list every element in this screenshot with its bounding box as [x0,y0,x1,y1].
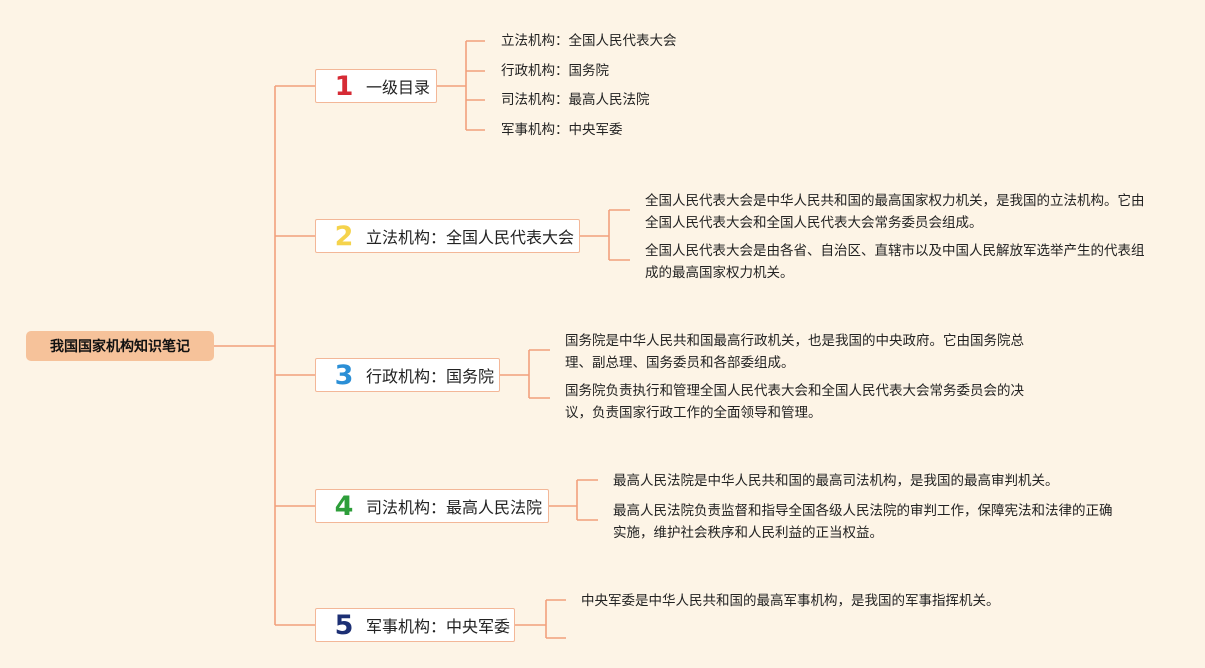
branch-3-item-1[interactable]: 国务院是中华人民共和国最高行政机关，也是我国的中央政府。它由国务院总理、副总理、… [565,333,1024,371]
branch-title-5: 军事机构：中央军委 [366,617,511,636]
branch-title-4: 司法机构：最高人民法院 [366,498,543,517]
branch-5-item-1[interactable]: 中央军委是中华人民共和国的最高军事机构，是我国的军事指挥机关。 [581,593,1000,609]
branch-1-item-2[interactable]: 行政机构：国务院 [501,63,609,79]
branch-node-4[interactable]: 4 司法机构：最高人民法院 [315,489,549,523]
branch-node-3[interactable]: 3 行政机构：国务院 [315,358,500,392]
number-badge-3: 3 [334,359,354,391]
branch-1-item-3[interactable]: 司法机构：最高人民法院 [501,92,650,108]
number-badge-1: 1 [334,70,354,102]
root-topic[interactable]: 我国国家机构知识笔记 [26,331,214,361]
branch-2-item-2[interactable]: 全国人民代表大会是由各省、自治区、直辖市以及中国人民解放军选举产生的代表组成的最… [645,243,1145,281]
branch-title-2: 立法机构：全国人民代表大会 [366,228,575,247]
branch-2-item-1[interactable]: 全国人民代表大会是中华人民共和国的最高国家权力机关，是我国的立法机构。它由全国人… [645,193,1145,231]
branch-4-item-2[interactable]: 最高人民法院负责监督和指导全国各级人民法院的审判工作，保障宪法和法律的正确实施，… [613,503,1113,541]
branch-node-1[interactable]: 1 一级目录 [315,69,437,103]
branch-4-item-1[interactable]: 最高人民法院是中华人民共和国的最高司法机构，是我国的最高审判机关。 [613,473,1059,489]
branch-node-5[interactable]: 5 军事机构：中央军委 [315,608,515,642]
number-badge-2: 2 [334,220,354,252]
branch-1-item-1[interactable]: 立法机构：全国人民代表大会 [501,33,677,49]
number-badge-4: 4 [334,490,354,522]
branch-3-item-2[interactable]: 国务院负责执行和管理全国人民代表大会和全国人民代表大会常务委员会的决议，负责国家… [565,383,1024,421]
root-title: 我国国家机构知识笔记 [50,339,190,355]
branch-1-item-4[interactable]: 军事机构：中央军委 [501,122,623,138]
branch-title-1: 一级目录 [366,78,431,97]
branch-title-3: 行政机构：国务院 [366,367,495,386]
branch-node-2[interactable]: 2 立法机构：全国人民代表大会 [315,219,580,253]
number-badge-5: 5 [334,609,354,641]
